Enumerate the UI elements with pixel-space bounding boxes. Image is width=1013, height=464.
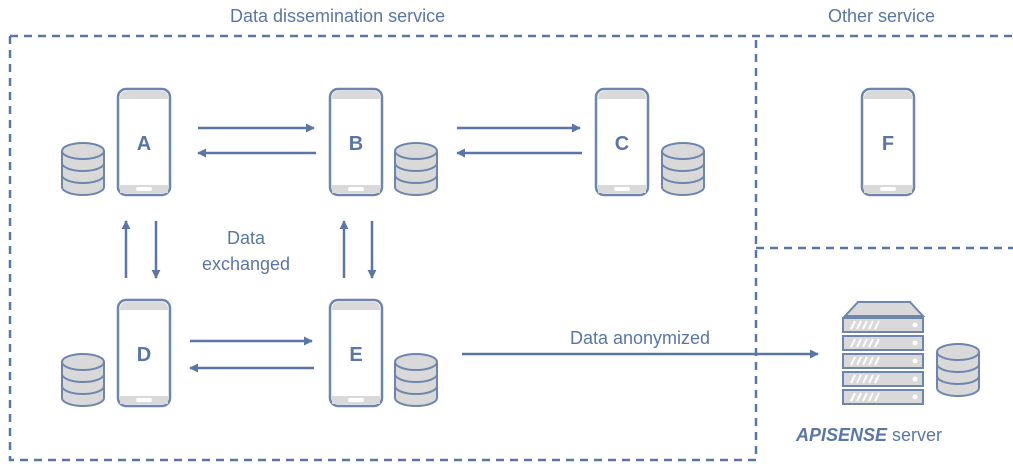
device-label-d: D xyxy=(137,344,151,366)
region-borders xyxy=(8,34,1013,462)
data-exchanged-label-line2: exchanged xyxy=(202,254,290,274)
device-label-f: F xyxy=(882,133,894,155)
database-icon xyxy=(61,353,105,407)
device-b: B xyxy=(328,87,438,197)
apisense-server: APISENSE server xyxy=(795,301,980,445)
exchange-arrows xyxy=(121,123,819,373)
device-c: C xyxy=(594,87,705,197)
data-anonymized-label: Data anonymized xyxy=(570,328,710,348)
other-service-title: Other service xyxy=(828,6,936,26)
device-label-b: B xyxy=(349,133,363,155)
database-icon xyxy=(394,142,438,196)
database-icon xyxy=(61,142,105,196)
device-label-c: C xyxy=(615,133,629,155)
device-label-a: A xyxy=(137,133,151,155)
server-label: APISENSE server xyxy=(795,425,942,445)
server-rack-icon xyxy=(842,301,926,405)
device-a: A xyxy=(61,87,172,197)
device-e: E xyxy=(328,298,438,408)
server-suffix: server xyxy=(887,425,942,445)
device-f: F xyxy=(860,87,916,197)
data-exchanged-label-line1: Data xyxy=(227,228,266,248)
server-brand: APISENSE xyxy=(795,425,888,445)
device-d: D xyxy=(61,298,172,408)
device-label-e: E xyxy=(349,344,362,366)
database-icon xyxy=(936,343,980,397)
database-icon xyxy=(661,142,705,196)
dissemination-service-title: Data dissemination service xyxy=(230,6,446,26)
database-icon xyxy=(394,353,438,407)
